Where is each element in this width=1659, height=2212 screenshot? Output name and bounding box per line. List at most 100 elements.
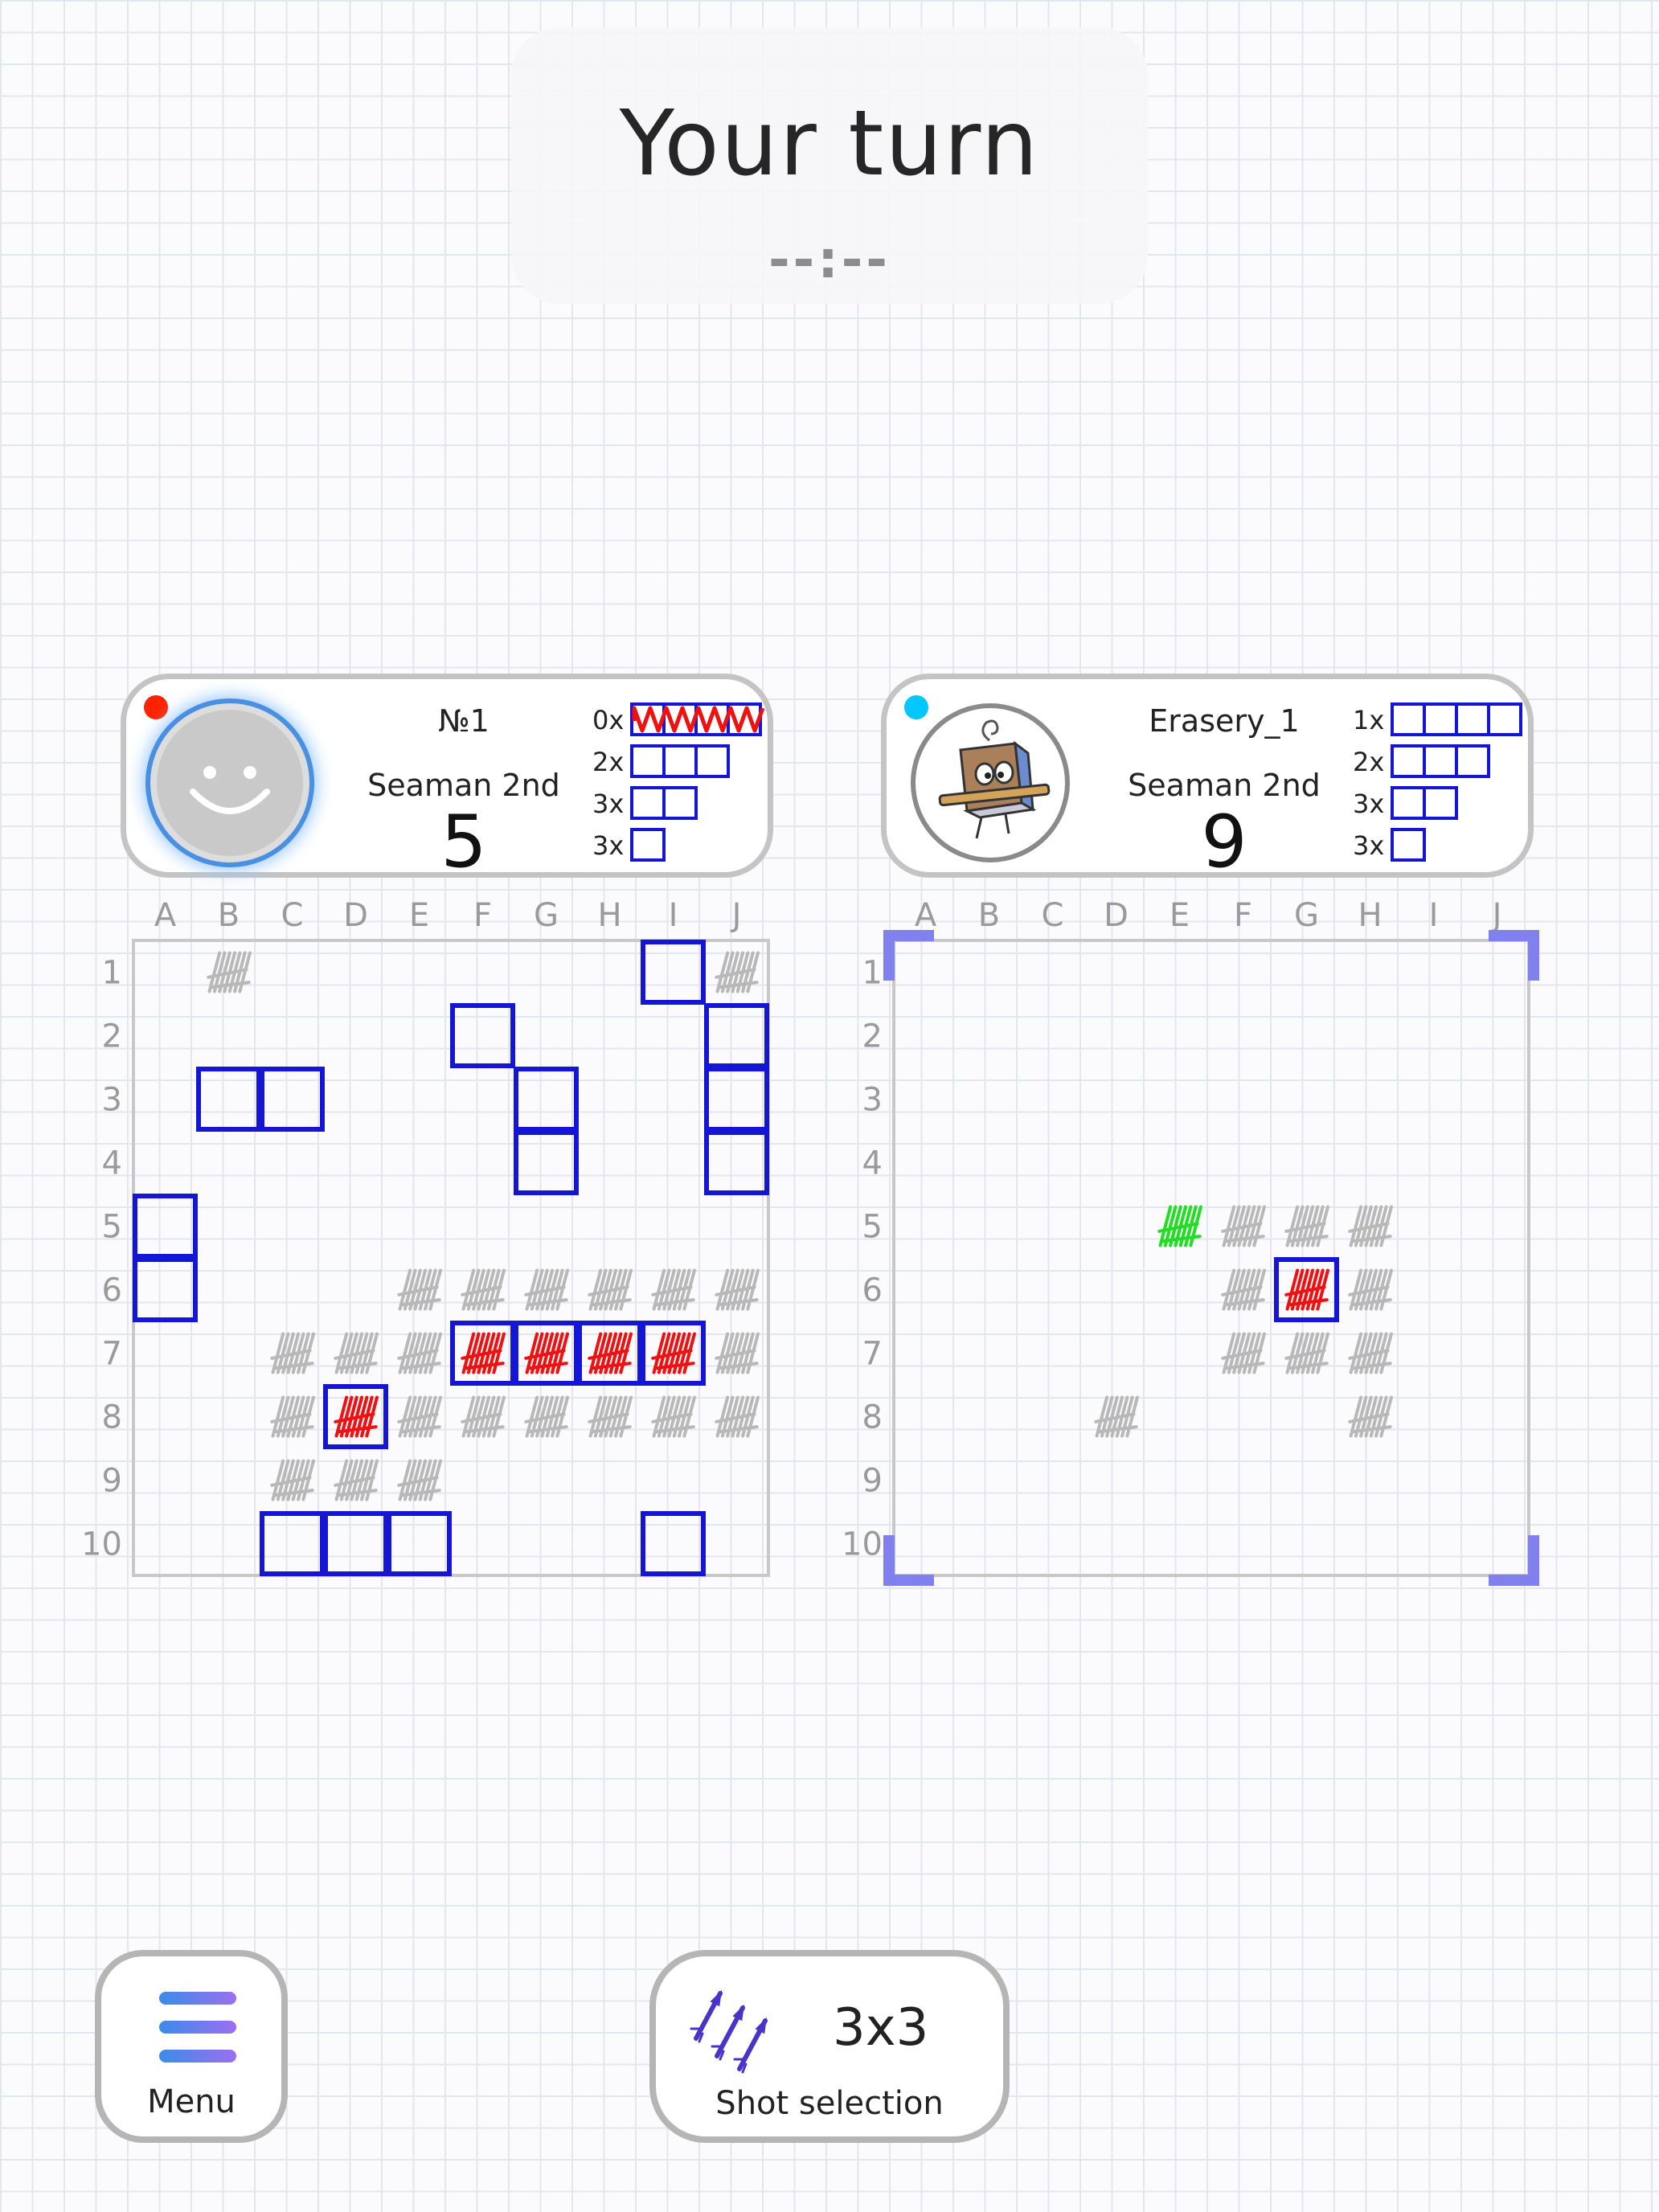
board-cell[interactable] (1148, 1512, 1211, 1575)
board-cell[interactable] (957, 1131, 1021, 1194)
board-cell[interactable] (1211, 940, 1275, 1004)
board-cell[interactable] (1275, 1131, 1338, 1194)
board-cell[interactable] (1402, 940, 1465, 1004)
board-cell[interactable] (1338, 1512, 1402, 1575)
board-cell[interactable] (1211, 1448, 1275, 1512)
board-cell[interactable] (894, 1004, 957, 1067)
board-cell[interactable] (1084, 940, 1148, 1004)
board-cell[interactable] (1148, 1131, 1211, 1194)
board-cell[interactable] (1021, 1512, 1084, 1575)
board-cell[interactable] (957, 1448, 1021, 1512)
smiley-face-icon (190, 766, 270, 814)
board-cell[interactable] (957, 1067, 1021, 1131)
board-cell[interactable] (1211, 1385, 1275, 1448)
board-cell[interactable] (894, 1385, 957, 1448)
board-cell[interactable] (1084, 1067, 1148, 1131)
board-cell[interactable] (1148, 1321, 1211, 1385)
board-cell[interactable] (1402, 1258, 1465, 1321)
board-cell[interactable] (957, 1321, 1021, 1385)
board-cell[interactable] (1021, 1448, 1084, 1512)
board-cell[interactable] (1211, 1131, 1275, 1194)
board-cell[interactable] (1021, 1004, 1084, 1067)
board-cell[interactable] (1402, 1321, 1465, 1385)
board-cell[interactable] (1402, 1067, 1465, 1131)
board-cell[interactable] (1465, 1385, 1529, 1448)
row-label: 8 (862, 1399, 883, 1436)
menu-button[interactable]: Menu (95, 1950, 288, 2143)
board-cell[interactable] (957, 1258, 1021, 1321)
board-cell[interactable] (1211, 1004, 1275, 1067)
board-cell[interactable] (1465, 1512, 1529, 1575)
scribble-mark (524, 1332, 569, 1374)
board-cell[interactable] (957, 1512, 1021, 1575)
board-cell[interactable] (894, 1321, 957, 1385)
board-cell[interactable] (1338, 940, 1402, 1004)
board-cell[interactable] (1084, 1321, 1148, 1385)
shot-size: 3x3 (833, 1998, 929, 2058)
ship-cell (704, 1067, 769, 1132)
board-cell[interactable] (1021, 1067, 1084, 1131)
board-cell[interactable] (957, 1004, 1021, 1067)
board-cell[interactable] (1338, 1131, 1402, 1194)
fleet-count: 0x (592, 705, 625, 735)
board-cell[interactable] (1021, 1194, 1084, 1258)
board-cell[interactable] (1084, 1258, 1148, 1321)
board-cell[interactable] (1338, 1067, 1402, 1131)
board-cell[interactable] (1021, 1321, 1084, 1385)
board-cell[interactable] (894, 1131, 957, 1194)
board-cell[interactable] (1148, 1448, 1211, 1512)
board-cell[interactable] (957, 1385, 1021, 1448)
board-cell[interactable] (1402, 1512, 1465, 1575)
board-cell[interactable] (1148, 1004, 1211, 1067)
board-cell[interactable] (894, 1448, 957, 1512)
board-cell[interactable] (1275, 1067, 1338, 1131)
board-cell[interactable] (1021, 1258, 1084, 1321)
board-cell[interactable] (1402, 1004, 1465, 1067)
board-cell[interactable] (1465, 1067, 1529, 1131)
board-cell[interactable] (1275, 1004, 1338, 1067)
board-cell[interactable] (1021, 1385, 1084, 1448)
board-cell[interactable] (1084, 1194, 1148, 1258)
board-cell[interactable] (1148, 1385, 1211, 1448)
board-cell[interactable] (894, 1512, 957, 1575)
board-cell[interactable] (1084, 1131, 1148, 1194)
board-cell[interactable] (1275, 1448, 1338, 1512)
board-cell[interactable] (1275, 1512, 1338, 1575)
board-cell[interactable] (1084, 1448, 1148, 1512)
ship-cell (514, 1321, 579, 1386)
board-cell[interactable] (1338, 1004, 1402, 1067)
board-cell[interactable] (1465, 1321, 1529, 1385)
board-cell[interactable] (894, 1194, 957, 1258)
shot-selection-button[interactable]: 3x3 Shot selection (649, 1950, 1010, 2143)
board-cell (133, 1448, 197, 1512)
board-cell[interactable] (1084, 1512, 1148, 1575)
board-cell[interactable] (1084, 1004, 1148, 1067)
board-cell[interactable] (957, 1194, 1021, 1258)
fleet-cell (1391, 744, 1426, 778)
board-cell[interactable] (1402, 1448, 1465, 1512)
board-cell[interactable] (1021, 1131, 1084, 1194)
board-cell[interactable] (1211, 1512, 1275, 1575)
board-cell[interactable] (1148, 940, 1211, 1004)
board-cell[interactable] (1275, 1385, 1338, 1448)
board-cell[interactable] (894, 1258, 957, 1321)
board-cell[interactable] (1402, 1131, 1465, 1194)
board-cell[interactable] (1465, 1004, 1529, 1067)
board-cell[interactable] (957, 940, 1021, 1004)
board-cell[interactable] (1402, 1194, 1465, 1258)
board-cell[interactable] (1021, 940, 1084, 1004)
board-cell[interactable] (1275, 940, 1338, 1004)
board-cell[interactable] (1465, 1258, 1529, 1321)
board-cell[interactable] (1465, 940, 1529, 1004)
board-cell[interactable] (894, 1067, 957, 1131)
board-cell[interactable] (894, 940, 957, 1004)
board-cell[interactable] (1465, 1448, 1529, 1512)
board-cell[interactable] (1148, 1258, 1211, 1321)
board-cell[interactable] (1211, 1067, 1275, 1131)
board-cell[interactable] (1148, 1067, 1211, 1131)
board-cell[interactable] (1465, 1131, 1529, 1194)
board-cell[interactable] (1465, 1194, 1529, 1258)
board-cell[interactable] (1338, 1448, 1402, 1512)
board-cell[interactable] (1402, 1385, 1465, 1448)
